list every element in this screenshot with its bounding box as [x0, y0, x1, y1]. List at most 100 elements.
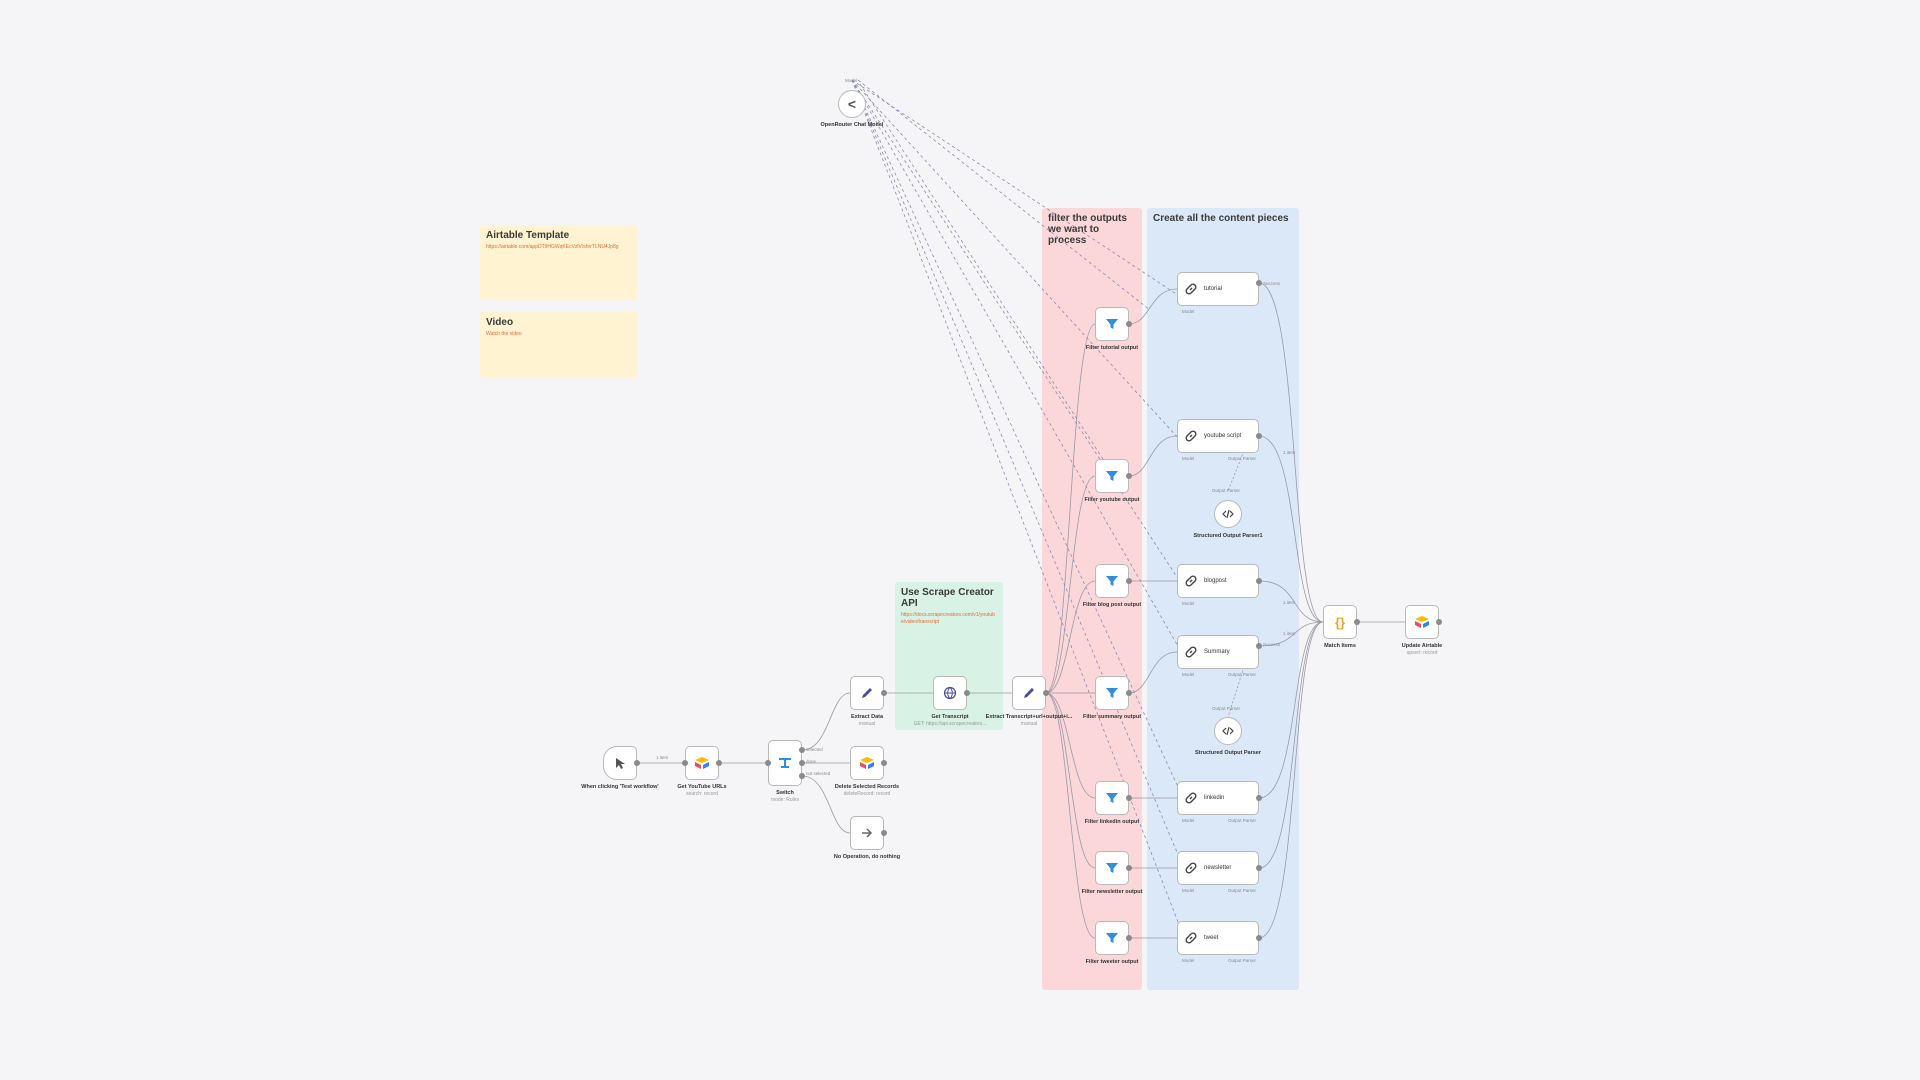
delete-selected-records-node[interactable]: [850, 746, 884, 780]
update-airtable-node[interactable]: [1405, 605, 1439, 639]
agent-label: tutorial: [1204, 286, 1223, 292]
output-port[interactable]: [1126, 578, 1132, 584]
globe-icon: [943, 686, 957, 700]
sticky-title: Airtable Template: [486, 230, 570, 241]
output-port[interactable]: [1256, 795, 1262, 801]
get-transcript-node[interactable]: [933, 676, 967, 710]
filter-icon: [1106, 863, 1118, 873]
output-port[interactable]: [1256, 643, 1262, 649]
edge-label: Model: [845, 78, 858, 83]
output-port[interactable]: [799, 760, 805, 766]
sticky-title: Use Scrape Creator API: [901, 587, 994, 609]
node-label: Structured Output Parser: [1194, 750, 1261, 756]
edge-label: 1 item: [1283, 631, 1296, 636]
sticky-airtable-template[interactable]: Airtable Template https://airtable.com/a…: [480, 225, 638, 300]
edge-label: Success: [1263, 642, 1281, 647]
pencil-icon: [1024, 688, 1034, 698]
output-port[interactable]: [799, 773, 805, 779]
sticky-link[interactable]: Watch the video: [486, 331, 522, 337]
node-label: Match Items: [1324, 643, 1356, 649]
output-port[interactable]: [881, 830, 887, 836]
input-port[interactable]: [765, 760, 771, 766]
edge-label: 1 item: [1283, 450, 1296, 455]
code-icon: [1222, 509, 1234, 519]
switch-icon: [779, 758, 791, 768]
agent-blogpost-node[interactable]: blogpost: [1177, 564, 1259, 598]
agent-label: youtube script: [1204, 433, 1242, 439]
no-operation-node[interactable]: [850, 816, 884, 850]
filter-tweeter-node[interactable]: [1095, 921, 1129, 955]
extract-data-node[interactable]: [850, 676, 884, 710]
output-port[interactable]: [1256, 280, 1262, 286]
output-port[interactable]: [1436, 619, 1442, 625]
output-port[interactable]: [1256, 433, 1262, 439]
sticky-link[interactable]: https://docs.scrapecreators.com/v1/youtu…: [901, 612, 995, 625]
airtable-icon: [860, 757, 874, 769]
edge-label: Model: [1182, 456, 1195, 461]
filter-summary-node[interactable]: [1095, 676, 1129, 710]
output-port[interactable]: [799, 747, 805, 753]
output-port[interactable]: [1126, 473, 1132, 479]
filter-newsletter-node[interactable]: [1095, 851, 1129, 885]
sticky-title: Create all the content pieces: [1153, 213, 1289, 224]
output-port[interactable]: [881, 690, 887, 696]
agent-newsletter-node[interactable]: newsletter: [1177, 851, 1259, 885]
agent-summary-node[interactable]: Summary: [1177, 635, 1259, 669]
agent-tweet-node[interactable]: tweet: [1177, 921, 1259, 955]
manual-trigger-node[interactable]: [603, 746, 637, 780]
match-items-node[interactable]: {}: [1323, 605, 1357, 639]
agent-linkedin-node[interactable]: linkedin: [1177, 781, 1259, 815]
sticky-title: filter the outputs we want to process: [1048, 213, 1127, 246]
output-port[interactable]: [634, 760, 640, 766]
node-label: No Operation, do nothing: [833, 854, 901, 860]
agent-tutorial-node[interactable]: tutorial: [1177, 272, 1259, 306]
output-port[interactable]: [1256, 865, 1262, 871]
output-port[interactable]: [1126, 865, 1132, 871]
filter-blogpost-node[interactable]: [1095, 564, 1129, 598]
output-port[interactable]: [964, 690, 970, 696]
input-port[interactable]: [682, 760, 688, 766]
edge-label: Model: [1182, 672, 1195, 677]
structured-output-parser-node[interactable]: [1214, 717, 1242, 745]
code-icon: [1222, 726, 1234, 736]
node-label: Filter linkedin output: [1084, 819, 1140, 825]
openrouter-chat-model-node[interactable]: <: [838, 90, 866, 118]
airtable-icon: [695, 757, 709, 769]
switch-node[interactable]: [768, 740, 802, 786]
output-port[interactable]: [881, 760, 887, 766]
sticky-title: Video: [486, 317, 514, 328]
output-port[interactable]: [716, 760, 722, 766]
edge-label: Output Parser: [1228, 958, 1257, 963]
filter-icon: [1106, 793, 1118, 803]
agent-label: blogpost: [1204, 578, 1227, 584]
agent-youtube-script-node[interactable]: youtube script: [1177, 419, 1259, 453]
output-port[interactable]: [1256, 578, 1262, 584]
link-icon: [1185, 646, 1197, 658]
filter-icon: [1106, 471, 1118, 481]
agent-label: linkedin: [1204, 795, 1225, 801]
output-port[interactable]: [1354, 619, 1360, 625]
output-port[interactable]: [1126, 795, 1132, 801]
output-port[interactable]: [1126, 935, 1132, 941]
agent-label: newsletter: [1204, 865, 1232, 871]
sticky-video[interactable]: Video Watch the video: [480, 312, 638, 377]
output-port[interactable]: [1043, 690, 1049, 696]
extract-transcript-node[interactable]: [1012, 676, 1046, 710]
structured-output-parser1-node[interactable]: [1214, 500, 1242, 528]
get-youtube-urls-node[interactable]: [685, 746, 719, 780]
node-label: Filter newsletter output: [1081, 889, 1143, 895]
filter-youtube-node[interactable]: [1095, 459, 1129, 493]
filter-tutorial-node[interactable]: [1095, 307, 1129, 341]
output-port[interactable]: [1256, 935, 1262, 941]
filter-linkedin-node[interactable]: [1095, 781, 1129, 815]
node-label: Filter tweeter output: [1085, 959, 1139, 965]
output-port[interactable]: [1126, 321, 1132, 327]
node-label: OpenRouter Chat Model: [820, 122, 884, 128]
sticky-link[interactable]: https://airtable.com/appDT9HGWqKEcVzlV/s…: [486, 244, 619, 250]
output-port[interactable]: [1126, 690, 1132, 696]
